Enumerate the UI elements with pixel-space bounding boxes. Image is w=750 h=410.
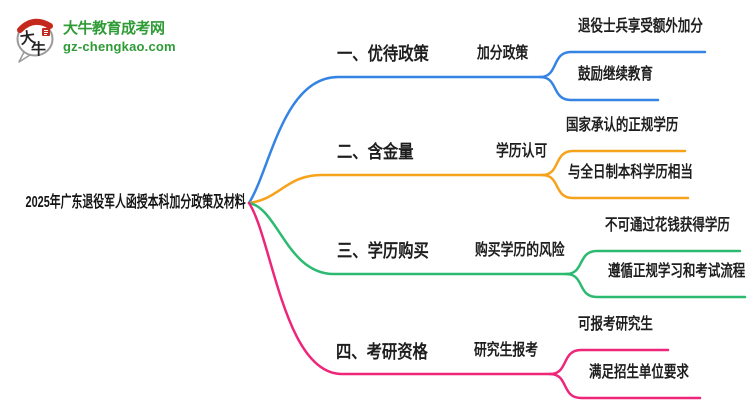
branch-2-child-label: 学历认可	[496, 143, 548, 160]
branch-3-child-label: 购买学历的风险	[475, 242, 565, 259]
branch-2-leaf-1-line	[540, 149, 687, 177]
branch-2-main-line	[247, 173, 544, 205]
branch-2-lines	[247, 149, 690, 205]
branch-4-lines	[247, 201, 702, 400]
branch-1-leaf-1: 退役士兵享受额外加分	[578, 18, 703, 35]
branch-1-leaf-2: 鼓励继续教育	[578, 66, 653, 83]
branch-4-label: 四、考研资格	[336, 342, 428, 362]
site-logo: 大 牛 大牛教育成考网 gz-chengkao.com	[13, 15, 176, 63]
branch-1-main-line	[247, 75, 542, 205]
branch-3-leaf-2: 遵循正规学习和考试流程	[608, 263, 746, 280]
logo-char-2: 牛	[31, 40, 46, 58]
branch-4-leaf-2: 满足招生单位要求	[589, 364, 689, 381]
logo-seal-marks	[44, 30, 48, 35]
branch-2-leaf-1: 国家承认的正规学历	[566, 117, 679, 134]
branch-2-leaf-2: 与全日制本科学历相当	[568, 164, 693, 181]
logo-text-block: 大牛教育成考网 gz-chengkao.com	[63, 15, 176, 54]
branch-1-label: 一、优待政策	[337, 44, 429, 64]
branch-1-leaf-2-line	[538, 75, 660, 102]
branch-4-main-line	[247, 201, 552, 376]
branch-3-leaf-2-line	[564, 272, 747, 299]
central-topic: 2025年广东退役军人函授本科加分政策及材料	[25, 194, 246, 211]
branch-4-leaf-2-line	[548, 372, 702, 400]
branch-3-leaf-1: 不可通过花钱获得学历	[605, 217, 730, 234]
branch-1-leaf-1-line	[538, 50, 707, 79]
branch-1-lines	[247, 50, 707, 205]
logo-seal	[42, 28, 50, 36]
branch-3-leaf-1-line	[564, 249, 742, 276]
branch-4-leaf-1: 可报考研究生	[578, 316, 653, 333]
brand-domain: gz-chengkao.com	[63, 39, 176, 54]
branch-3-lines	[247, 201, 747, 299]
branch-2-leaf-2-line	[540, 173, 690, 200]
brand-name: 大牛教育成考网	[63, 20, 165, 37]
branch-1-child-label: 加分政策	[477, 45, 529, 62]
branch-2-label: 二、含金量	[337, 142, 414, 162]
branch-3-main-line	[247, 201, 568, 276]
branch-4-child-label: 研究生报考	[474, 342, 539, 359]
branch-4-leaf-1-line	[548, 348, 670, 376]
logo-char-1: 大	[19, 28, 36, 48]
logo-bubble-icon: 大 牛	[16, 18, 54, 63]
logo-red-cap	[17, 18, 53, 33]
branch-3-label: 三、学历购买	[337, 241, 429, 261]
